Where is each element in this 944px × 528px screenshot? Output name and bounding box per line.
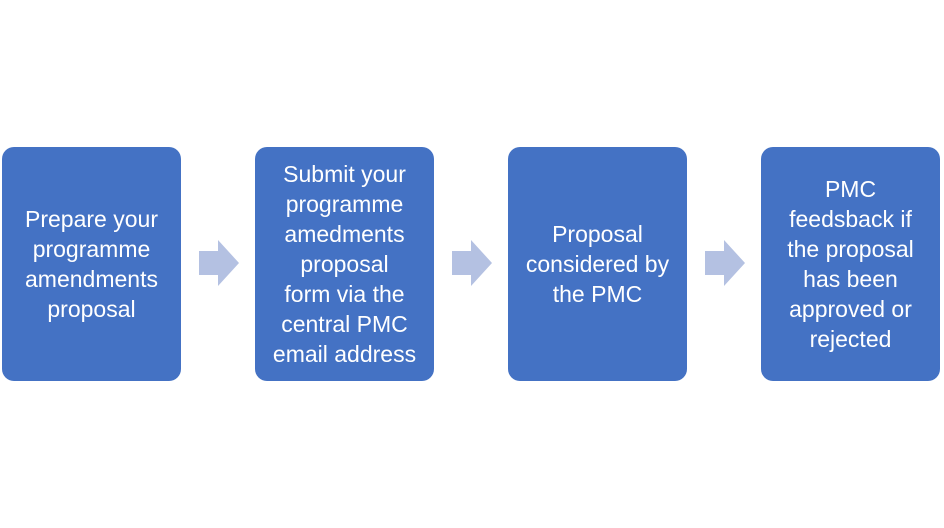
step-box-pmc-feedback: PMC feedsback if the proposal has been a… xyxy=(761,147,940,381)
step-box-submit-proposal: Submit your programme amedments proposal… xyxy=(255,147,434,381)
step-box-pmc-consideration: Proposal considered by the PMC xyxy=(508,147,687,381)
right-arrow-icon xyxy=(705,240,745,286)
step-box-prepare-proposal: Prepare your programme amendments propos… xyxy=(2,147,181,381)
step-label: Submit your programme amedments proposal… xyxy=(272,161,417,367)
right-arrow-icon xyxy=(199,240,239,286)
step-label: PMC feedsback if the proposal has been a… xyxy=(787,176,914,352)
step-label: Proposal considered by the PMC xyxy=(525,221,670,307)
right-arrow-icon xyxy=(452,240,492,286)
step-label: Prepare your programme amendments propos… xyxy=(25,206,158,322)
